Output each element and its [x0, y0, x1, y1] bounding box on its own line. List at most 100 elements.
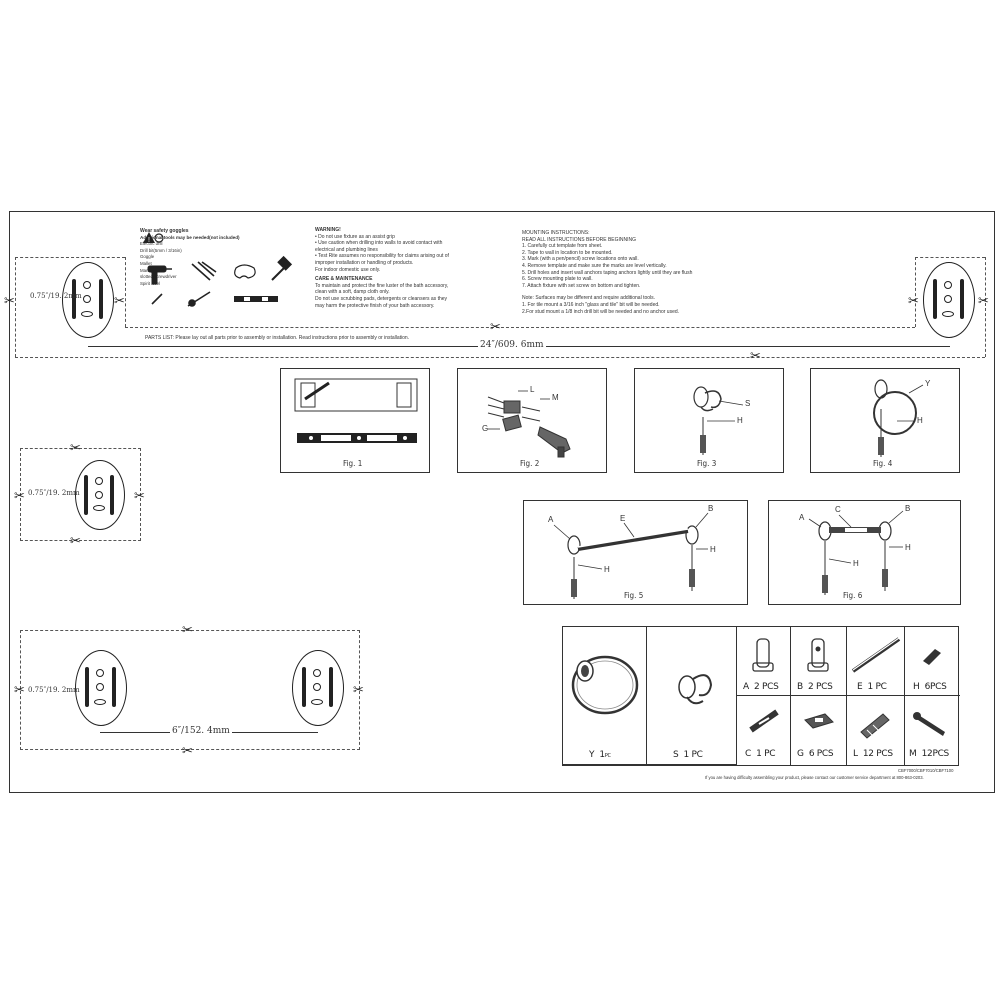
- scissors-icon: ✂: [14, 682, 25, 697]
- svg-text:!: !: [148, 237, 150, 244]
- warning-triangle-icon: !: [143, 232, 164, 244]
- text-line: 5. Drill holes and insert wall anchors t…: [522, 269, 693, 276]
- dimension-height-mid: 0.75″/19. 2mm: [28, 489, 80, 497]
- fig5-label: Fig. 5: [624, 591, 644, 600]
- mounting-subtitle: READ ALL INSTRUCTIONS BEFORE BEGINNING: [522, 236, 637, 243]
- electric-drill-label: Electric drill: [140, 241, 163, 247]
- scissors-icon: ✂: [70, 533, 81, 548]
- figure-5: A E B H H Fig. 5: [523, 500, 748, 605]
- scissors-icon: ✂: [134, 488, 145, 503]
- wall-anchor-icon: [860, 713, 890, 739]
- part-a-qty: 2 PCS: [753, 682, 779, 692]
- scissors-icon: ✂: [114, 293, 125, 308]
- template-plate-6in-right: [292, 650, 344, 726]
- fig5-letter-b: B: [708, 504, 714, 513]
- figure-3: S H Fig. 3: [634, 368, 784, 473]
- fig4-label: Fig. 4: [873, 459, 893, 468]
- text-line: 2. Tape to wall in location to be mounte…: [522, 249, 613, 256]
- text-line: may harm the protective finish of your b…: [315, 302, 435, 309]
- part-cell-s: S 1 PC: [647, 627, 737, 765]
- fig3-illustration: [693, 386, 744, 455]
- fig5-letter-e: E: [620, 514, 626, 523]
- screwdriver-icon: [187, 291, 211, 307]
- tools-illustration: [147, 255, 293, 307]
- warning-lines: • Do not use fixture as an assist grip• …: [315, 234, 449, 274]
- part-m-letter: M: [909, 749, 917, 759]
- fig6-letter-h: H: [905, 543, 911, 552]
- part-b-qty: 2 PCS: [808, 682, 833, 692]
- fig1-illustration: [294, 378, 418, 443]
- dimension-24in: 24″/609. 6mm: [478, 340, 546, 350]
- part-cell-l: L 12 PCS: [847, 696, 905, 765]
- figure-1: Fig. 1: [280, 368, 430, 473]
- template-plate-single: [75, 460, 125, 530]
- text-line: Note: Surfaces may be different and requ…: [522, 295, 656, 302]
- part-cell-y: Y 1PC: [563, 627, 647, 765]
- mallet-icon: [271, 255, 293, 281]
- wood-screw-icon: [913, 712, 945, 736]
- text-line: • Use caution when drilling into walls t…: [315, 240, 443, 247]
- warning-section: WARNING! • Do not use fixture as an assi…: [315, 227, 449, 309]
- scissors-icon: ✂: [490, 319, 501, 334]
- template-plate-6in-left: [75, 650, 127, 726]
- text-line: • Test Rite assumes no responsibility fo…: [315, 253, 449, 260]
- fig6-illustration: [808, 510, 904, 595]
- part-y-qty: 1: [599, 750, 605, 760]
- text-line: electrical and plumbing lines: [315, 246, 378, 253]
- mounting-title: MOUNTING INSTRUCTIONS:: [522, 230, 590, 236]
- part-cell-c: C 1 PC: [737, 696, 791, 765]
- fig4-letter-y: Y: [925, 379, 931, 388]
- part-h-letter: H: [913, 682, 920, 692]
- fig3-letter-h: H: [737, 416, 743, 425]
- scissors-icon: ✂: [4, 293, 15, 308]
- fig5-letter-h-lower: H: [604, 565, 610, 574]
- electric-drill-icon: [147, 265, 172, 285]
- scissors-icon: ✂: [14, 488, 25, 503]
- part-g-letter: G: [797, 749, 804, 759]
- part-y-unit: PC: [604, 753, 611, 759]
- scissors-icon: ✂: [182, 622, 193, 637]
- fig5-illustration: [553, 512, 709, 599]
- towel-bar-icon: [851, 637, 901, 673]
- text-line: 2.For stud mount a 1/8 inch drill bit wi…: [522, 308, 680, 315]
- set-screw-icon: [923, 649, 941, 665]
- dimension-height-bottom: 0.75″/19. 2mm: [28, 686, 80, 694]
- screwdriver-label: slotted screwdriver: [140, 274, 177, 280]
- part-y-letter: Y: [589, 750, 595, 760]
- fig5-letter-h: H: [710, 545, 716, 554]
- part-b-letter: B: [797, 682, 803, 692]
- text-line: 6. Screw mounting plate to wall.: [522, 276, 593, 283]
- part-h-qty: 6PCS: [924, 682, 947, 692]
- part-a-letter: A: [743, 682, 749, 692]
- figure-4: Y H Fig. 4: [810, 368, 960, 473]
- mounting-post-a-icon: [752, 638, 774, 672]
- part-c-letter: C: [745, 749, 751, 759]
- text-line: improper installation or handling of pro…: [315, 259, 414, 266]
- warning-title: WARNING!: [315, 227, 341, 233]
- template-plate-right: [923, 262, 975, 338]
- connector-c-icon: [749, 709, 779, 733]
- scissors-icon: ✂: [978, 293, 989, 308]
- towel-ring-icon: [571, 655, 639, 715]
- text-line: 4. Remove template and make sure the mar…: [522, 262, 667, 269]
- mounting-notes: Note: Surfaces may be different and requ…: [522, 295, 692, 315]
- safety-label: Wear safety goggles: [140, 228, 189, 234]
- fig3-label: Fig. 3: [697, 459, 717, 468]
- parts-table: Y 1PC S 1 PC A 2 PCS B 2 PCS: [562, 626, 960, 766]
- text-line: To maintain and protect the fine luster …: [315, 282, 449, 289]
- text-line: clean with a soft, damp cloth only.: [315, 289, 390, 296]
- care-title: CARE & MAINTENANCE: [315, 276, 373, 283]
- drill-bit-label: Drill bit(5mm / 3/16in): [140, 247, 182, 253]
- part-cell-a: A 2 PCS: [737, 627, 791, 696]
- part-c-qty: 1 PC: [756, 749, 776, 759]
- fig6-letter-b: B: [905, 504, 911, 513]
- figure-6: A C B H H Fig. 6: [768, 500, 961, 605]
- additional-tools-label: Additional tools may be needed(not inclu…: [140, 234, 240, 240]
- template-plate-left: [62, 262, 114, 338]
- fig4-illustration: [873, 379, 924, 457]
- scissors-icon: ✂: [750, 348, 761, 363]
- scissors-icon: ✂: [182, 743, 193, 758]
- part-cell-g: G 6 PCS: [791, 696, 847, 765]
- tools-section: ! Wear safety goggles Additional tools m…: [140, 228, 300, 318]
- fig2-label: Fig. 2: [520, 459, 540, 468]
